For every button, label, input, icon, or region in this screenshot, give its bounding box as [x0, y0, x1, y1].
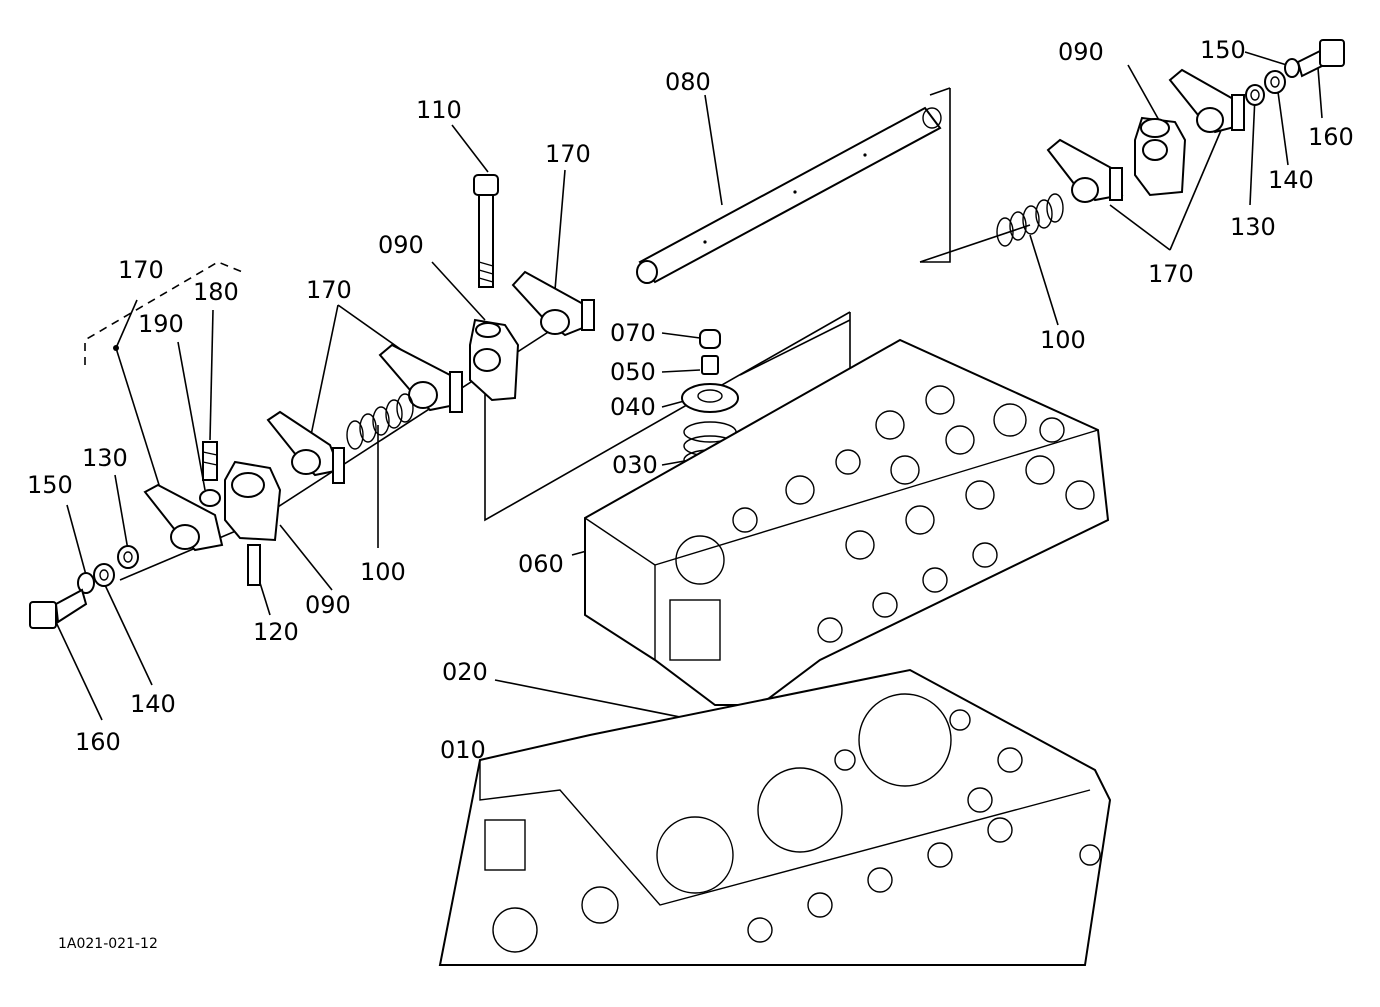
rocker-arm-top	[511, 270, 595, 337]
label-190: 190	[138, 310, 184, 338]
label-100-mid: 100	[360, 558, 406, 586]
label-130-left: 130	[82, 444, 128, 472]
washer-140-left	[93, 563, 115, 587]
label-010: 010	[440, 736, 486, 764]
label-140-left: 140	[130, 690, 176, 718]
label-180: 180	[193, 278, 239, 306]
label-050: 050	[610, 358, 656, 386]
label-090-mid: 090	[378, 231, 424, 259]
bolt-110	[473, 174, 499, 288]
label-140-right: 140	[1268, 166, 1314, 194]
retainer-040	[681, 383, 739, 413]
leader-lines	[54, 51, 1323, 821]
rocker-arm-far-left	[143, 483, 224, 552]
label-110: 110	[416, 96, 462, 124]
label-080: 080	[665, 68, 711, 96]
bolt-160-right	[1296, 39, 1345, 78]
label-040: 040	[610, 393, 656, 421]
assembly-bracket	[84, 261, 246, 365]
rocker-bracket-left	[224, 460, 282, 586]
cylinder-block	[438, 668, 1112, 966]
label-160-right: 160	[1308, 123, 1354, 151]
cap-070	[699, 329, 721, 349]
label-090-left: 090	[305, 591, 351, 619]
label-170-bracket: 170	[118, 256, 164, 284]
washer-140-right	[1264, 70, 1286, 94]
bolt-180	[199, 441, 221, 507]
bolt-160-left	[29, 588, 88, 629]
label-120: 120	[253, 618, 299, 646]
label-030: 030	[612, 451, 658, 479]
spring-mid	[346, 393, 414, 450]
label-060: 060	[518, 550, 564, 578]
rocker-arm-right-1	[1046, 138, 1124, 203]
label-150-top-right: 150	[1200, 36, 1246, 64]
dot-marker	[113, 345, 119, 351]
label-100-right: 100	[1040, 326, 1086, 354]
label-070: 070	[610, 319, 656, 347]
washer-130-left	[117, 545, 139, 569]
label-170-top: 170	[545, 140, 591, 168]
label-020: 020	[442, 658, 488, 686]
rocker-bracket-right	[1134, 116, 1187, 197]
rocker-arm-mid	[378, 343, 463, 413]
label-160-left: 160	[75, 728, 121, 756]
drawing-code: 1A021-021-12	[58, 936, 158, 952]
rocker-arm-right-2	[1168, 68, 1245, 134]
part-labels: 090 150 080 110 170 160 140 130 170 100 …	[27, 36, 1354, 764]
cylinder-head	[584, 338, 1110, 706]
rocker-arm-left	[266, 410, 345, 484]
rocker-shaft	[636, 106, 942, 284]
label-130-right: 130	[1230, 213, 1276, 241]
washer-130-right	[1245, 84, 1265, 106]
label-150-left: 150	[27, 471, 73, 499]
spring-right	[996, 193, 1064, 247]
label-170-right: 170	[1148, 260, 1194, 288]
washer-150-left	[77, 572, 95, 594]
label-090-top-right: 090	[1058, 38, 1104, 66]
rocker-bracket-mid	[469, 318, 520, 402]
label-170-left: 170	[306, 276, 352, 304]
collet-050	[701, 355, 719, 375]
